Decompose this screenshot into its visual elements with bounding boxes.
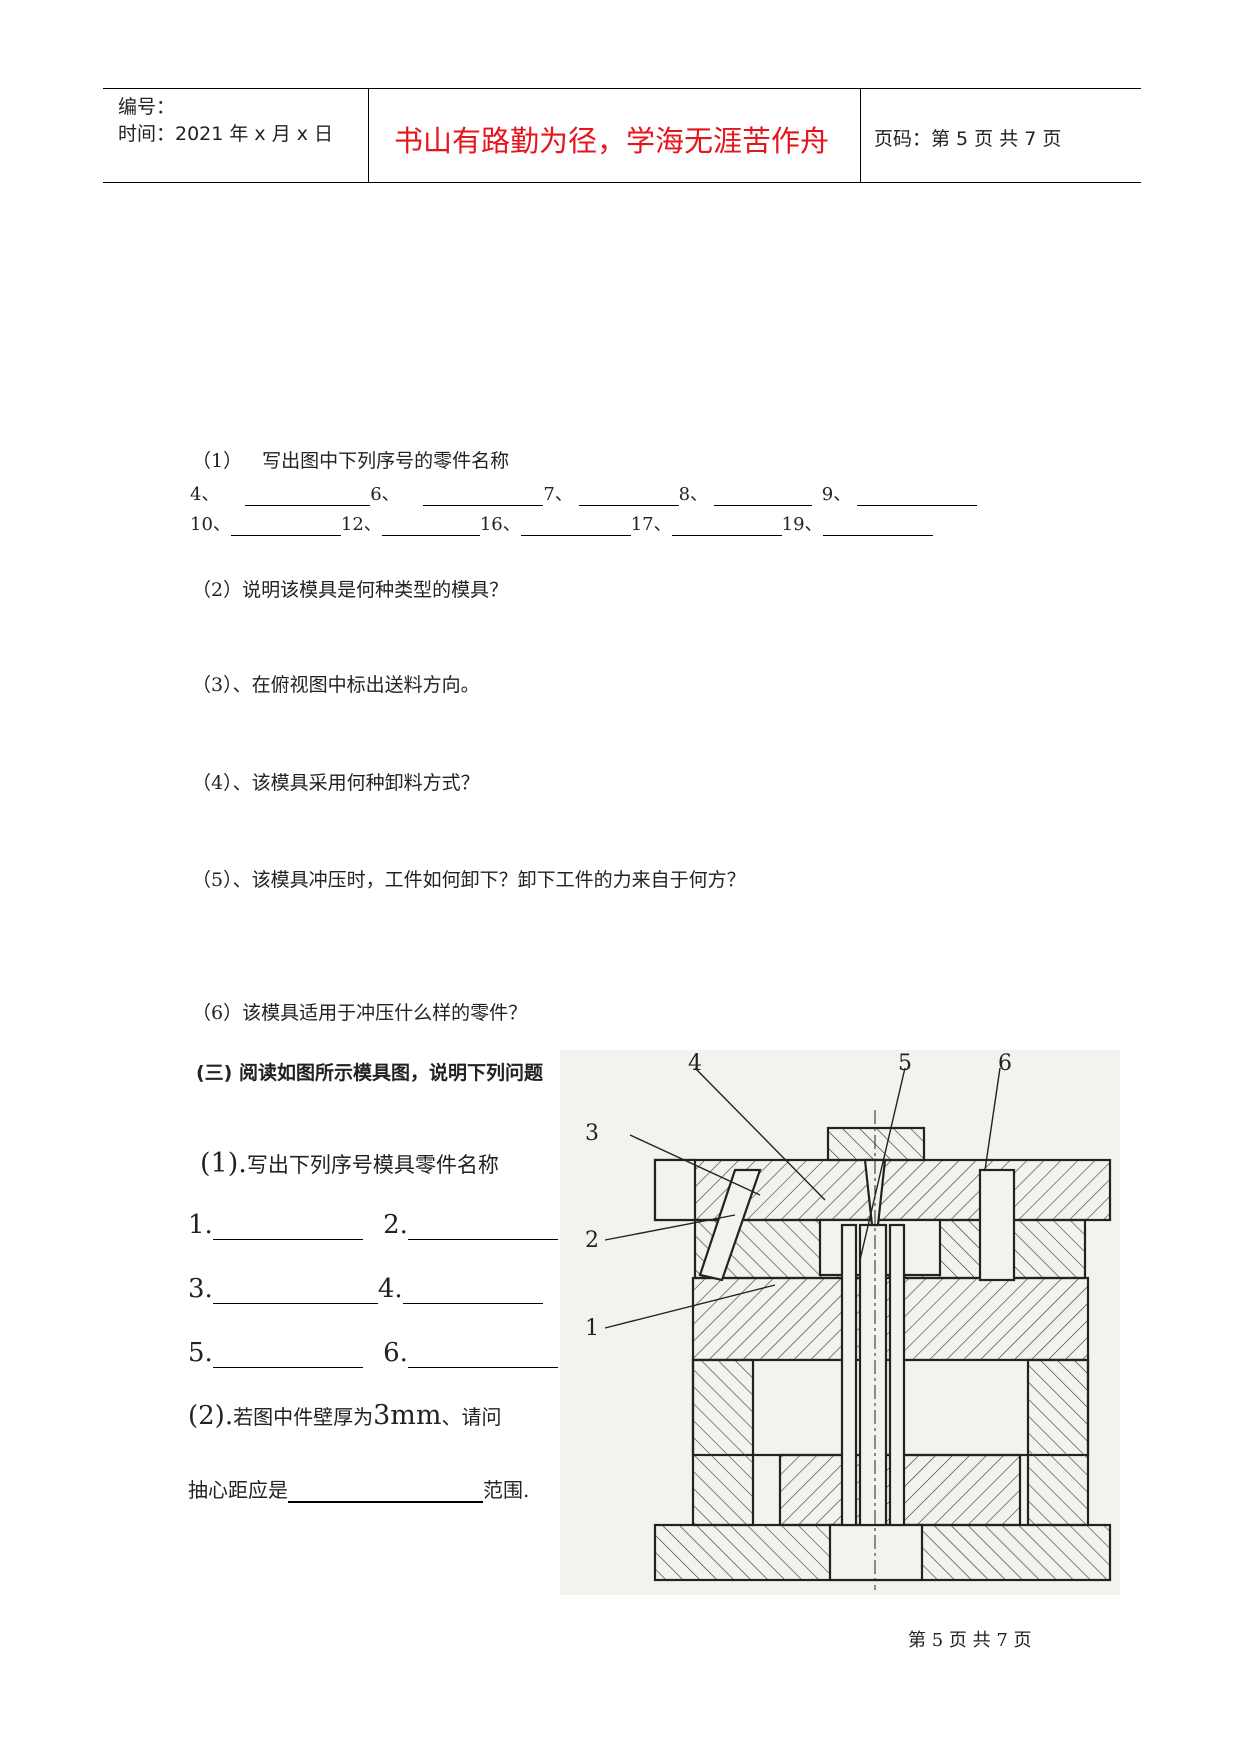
answer-blank[interactable] bbox=[578, 488, 679, 506]
header-top-rule bbox=[103, 88, 1141, 89]
question-6: （6）该模具适用于冲压什么样的零件？ bbox=[192, 1002, 528, 1024]
answer-blank[interactable] bbox=[822, 518, 933, 536]
blank-row-2: 10、 12、 16、 17、 19、 bbox=[190, 510, 933, 536]
header-divider-right bbox=[860, 88, 861, 183]
item-label: 10、 bbox=[190, 514, 231, 535]
question-1-text: 写出图中下列序号的零件名称 bbox=[262, 450, 510, 472]
answer-blank[interactable] bbox=[713, 488, 812, 506]
page-label: 页码：第 5 页 共 7 页 bbox=[874, 128, 1062, 150]
s3-question-2-line2: 抽心距应是 范围. bbox=[188, 1474, 529, 1503]
s3-question-2-text: 抽心距应是 bbox=[188, 1478, 288, 1502]
answer-blank[interactable] bbox=[288, 1479, 483, 1503]
footer-page-number: 第 5 页 共 7 页 bbox=[908, 1630, 1032, 1651]
header-divider-left bbox=[368, 88, 369, 183]
answer-blank[interactable] bbox=[212, 1215, 363, 1240]
s3-question-1-number: (1). bbox=[200, 1148, 247, 1179]
s3-question-2: (2).若图中件壁厚为3mm、请问 bbox=[188, 1400, 501, 1431]
s3-blank-row-3: 5. 6. bbox=[188, 1338, 558, 1368]
answer-blank[interactable] bbox=[212, 1343, 363, 1368]
question-4: （4）、该模具采用何种卸料方式？ bbox=[192, 772, 480, 794]
answer-blank[interactable] bbox=[671, 518, 782, 536]
section-3-title: (三) 阅读如图所示模具图，说明下列问题 bbox=[196, 1062, 543, 1084]
mold-drawing: 1 2 3 4 5 6 bbox=[560, 1050, 1120, 1595]
item-label: 12、 bbox=[340, 514, 382, 535]
item-label: 6、 bbox=[370, 484, 400, 505]
s3-question-1: (1).写出下列序号模具零件名称 bbox=[200, 1148, 499, 1179]
figure-label: 3 bbox=[585, 1121, 599, 1146]
figure-label: 6 bbox=[998, 1051, 1012, 1076]
answer-blank[interactable] bbox=[402, 1279, 543, 1304]
answer-blank[interactable] bbox=[520, 518, 631, 536]
question-1-number: （1） bbox=[192, 450, 243, 472]
item-label: 4、 bbox=[190, 484, 220, 505]
header-bottom-rule bbox=[103, 182, 1141, 183]
answer-blank[interactable] bbox=[230, 518, 341, 536]
item-label: 3. bbox=[188, 1274, 213, 1304]
item-label: 8、 bbox=[678, 484, 709, 505]
figure-label: 2 bbox=[585, 1228, 599, 1253]
item-label: 7、 bbox=[543, 484, 573, 505]
question-3: （3）、在俯视图中标出送料方向。 bbox=[192, 674, 480, 696]
answer-blank[interactable] bbox=[407, 1215, 558, 1240]
s3-question-2-text: 若图中件壁厚为 bbox=[233, 1405, 374, 1429]
item-label: 19、 bbox=[781, 514, 823, 535]
s3-question-2-text: 范围. bbox=[483, 1478, 530, 1502]
s3-question-2-value: 3mm bbox=[373, 1400, 442, 1431]
item-label: 4. bbox=[377, 1274, 403, 1304]
s3-blank-row-2: 3. 4. bbox=[188, 1274, 543, 1304]
answer-blank[interactable] bbox=[245, 488, 371, 506]
s3-question-2-number: (2). bbox=[188, 1401, 234, 1431]
answer-blank[interactable] bbox=[423, 488, 544, 506]
item-label: 9、 bbox=[821, 484, 852, 505]
number-label: 编号： bbox=[118, 96, 176, 118]
item-label: 17、 bbox=[630, 514, 672, 535]
answer-blank[interactable] bbox=[381, 518, 480, 536]
question-2: （2）说明该模具是何种类型的模具？ bbox=[192, 579, 509, 601]
s3-question-1-text: 写出下列序号模具零件名称 bbox=[246, 1153, 499, 1177]
figure-label: 1 bbox=[585, 1316, 599, 1341]
figure-label: 4 bbox=[688, 1051, 702, 1076]
answer-blank[interactable] bbox=[212, 1279, 378, 1304]
s3-question-2-text: 、请问 bbox=[441, 1405, 502, 1429]
question-1: （1） 写出图中下列序号的零件名称 bbox=[192, 446, 509, 473]
motto: 书山有路勤为径，学海无涯苦作舟 bbox=[394, 124, 830, 158]
figure-label: 5 bbox=[898, 1051, 912, 1076]
item-label: 1. bbox=[188, 1210, 213, 1240]
blank-row-1: 4、 6、 7、 8、 9、 bbox=[190, 480, 977, 506]
item-label: 5. bbox=[188, 1338, 213, 1368]
item-label: 2. bbox=[383, 1210, 408, 1240]
item-label: 6. bbox=[383, 1338, 408, 1368]
item-label: 16、 bbox=[479, 514, 521, 535]
time-label: 时间：2021 年 x 月 x 日 bbox=[118, 123, 334, 145]
s3-blank-row-1: 1. 2. bbox=[188, 1210, 558, 1240]
question-5: （5）、该模具冲压时，工件如何卸下？卸下工件的力来自于何方？ bbox=[192, 869, 746, 891]
answer-blank[interactable] bbox=[407, 1343, 558, 1368]
answer-blank[interactable] bbox=[856, 488, 977, 506]
mold-figure: 1 2 3 4 5 6 bbox=[560, 1050, 1120, 1595]
